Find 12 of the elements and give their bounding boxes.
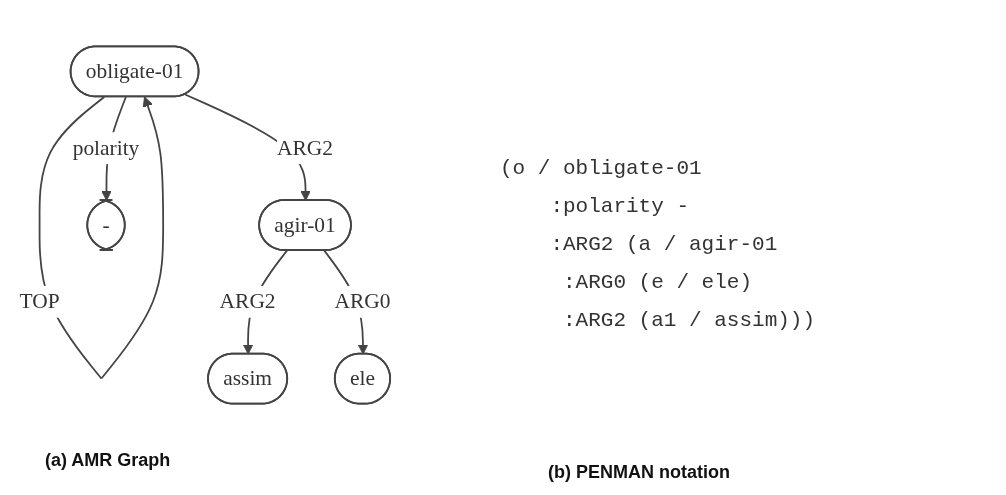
code-line: (o / obligate-01	[500, 156, 703, 182]
edge-label: ARG0	[334, 289, 391, 314]
code-line: :ARG2 (a1 / assim)))	[562, 308, 816, 334]
edge-label: TOP	[19, 289, 60, 314]
figure-caption: (b) PENMAN notation	[548, 462, 730, 483]
edge-label: ARG2	[219, 289, 276, 314]
edge-label: ARG2	[277, 135, 334, 160]
code-line: :polarity -	[549, 194, 690, 220]
code-line: :ARG0 (e / ele)	[562, 270, 754, 296]
code-line: :ARG2 (a / agir-01	[549, 232, 779, 258]
edge-label: polarity	[72, 135, 140, 160]
figure-caption: (a) AMR Graph	[45, 450, 171, 471]
